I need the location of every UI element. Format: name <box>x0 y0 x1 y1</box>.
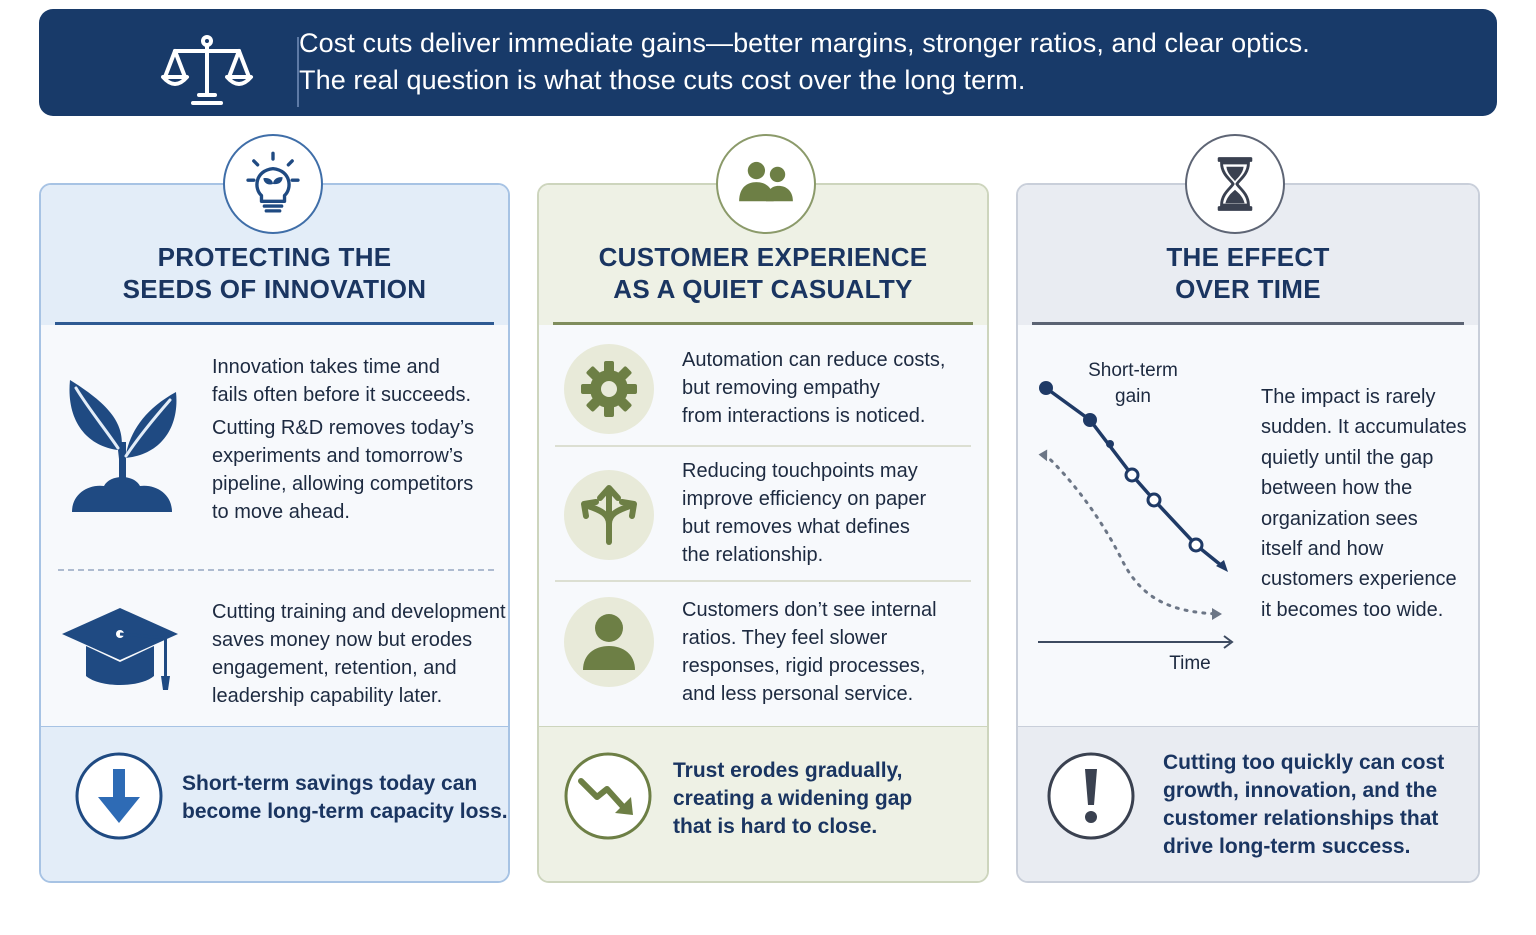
people-icon <box>716 134 816 234</box>
time-title-line-1: THE EFFECT <box>1166 242 1330 272</box>
short-term-gain-label: Short-term gain <box>1076 358 1190 410</box>
text-line: between how the <box>1261 477 1413 500</box>
customer-title-line-2: AS A QUIET CASUALTY <box>613 274 913 304</box>
text-line: organization sees <box>1261 507 1418 530</box>
text-line: customers experience <box>1261 568 1457 591</box>
graduation-cap-icon <box>62 608 178 690</box>
banner-divider <box>297 37 299 107</box>
gear-icon <box>581 361 637 417</box>
text-line: improve efficiency on paper <box>682 488 927 510</box>
text-line: creating a widening gap <box>673 787 913 810</box>
innovation-title-line-2: SEEDS OF INNOVATION <box>122 274 427 304</box>
banner-message: Cost cuts deliver immediate gains—better… <box>299 25 1310 99</box>
innovation-dashed-divider <box>58 569 494 571</box>
time-card-title: THE EFFECT OVER TIME <box>1018 241 1478 305</box>
text-line: Cutting training and development <box>212 601 506 623</box>
text-line: customer relationships that <box>1163 807 1439 830</box>
banner-line-1: Cost cuts deliver immediate gains—better… <box>299 28 1310 58</box>
text-line: but removes what defines <box>682 516 910 538</box>
innovation-item-1-text: Innovation takes time and fails often be… <box>212 353 474 526</box>
text-line: but removing empathy <box>682 377 880 399</box>
text-line: Reducing touchpoints may <box>682 460 918 482</box>
text-line: Innovation takes time and <box>212 356 440 378</box>
customer-item-2-text: Reducing touchpoints may improve efficie… <box>682 457 926 569</box>
text-line: pipeline, allowing competitors <box>212 473 474 495</box>
customer-card-title: CUSTOMER EXPERIENCE AS A QUIET CASUALTY <box>539 241 987 305</box>
text-line: Cutting too quickly can cost <box>1163 751 1445 774</box>
arrow-down-icon <box>75 752 163 840</box>
line-point <box>1188 537 1204 553</box>
time-title-rule <box>1032 322 1464 325</box>
text-line: The impact is rarely <box>1261 386 1436 408</box>
text-line: gain <box>1115 386 1151 407</box>
header-banner: Cost cuts deliver immediate gains—better… <box>39 9 1497 116</box>
text-line: experiments and tomorrow’s <box>212 445 463 467</box>
innovation-title-line-1: PROTECTING THE <box>157 242 392 272</box>
text-line: and less personal service. <box>682 683 914 705</box>
time-axis-arrowhead <box>1223 635 1234 649</box>
line-point <box>1083 413 1097 427</box>
innovation-card-title: PROTECTING THE SEEDS OF INNOVATION <box>41 241 508 305</box>
customer-item-3-text: Customers don’t see internal ratios. The… <box>682 596 937 708</box>
text-line: drive long-term success. <box>1163 835 1411 858</box>
line-point <box>1106 440 1114 448</box>
lightbulb-sprout-icon <box>223 134 323 234</box>
text-line: itself and how <box>1261 538 1384 561</box>
text-line: Short-term <box>1088 360 1178 381</box>
text-line: growth, innovation, and the <box>1163 779 1438 802</box>
text-line: become long-term capacity loss. <box>182 800 508 823</box>
exclamation-icon <box>1047 752 1135 840</box>
text-line: engagement, retention, and <box>212 657 457 679</box>
text-line: Customers don’t see internal <box>682 599 937 621</box>
innovation-item-2-text: Cutting training and development saves m… <box>212 598 506 710</box>
person-icon <box>583 614 635 670</box>
text-line: Automation can reduce costs, <box>682 349 946 371</box>
text-line: from interactions is noticed. <box>682 405 926 427</box>
customer-footer-text: Trust erodes gradually, creating a widen… <box>673 757 912 841</box>
line-point <box>1124 467 1140 483</box>
customer-title-line-1: CUSTOMER EXPERIENCE <box>598 242 928 272</box>
text-line: saves money now but erodes <box>212 629 473 651</box>
text-line: it becomes too wide. <box>1261 598 1444 621</box>
text-line: responses, rigid processes, <box>682 655 926 677</box>
short-term-line-arrowhead <box>1216 560 1228 572</box>
balance-scale-icon <box>161 35 253 105</box>
time-footer-text: Cutting too quickly can cost growth, inn… <box>1163 749 1444 861</box>
customer-divider-2 <box>555 580 971 582</box>
text-line: sudden. It accumulates <box>1261 416 1467 439</box>
customer-divider-1 <box>555 445 971 447</box>
sprout-icon <box>69 380 177 512</box>
line-point <box>1146 492 1162 508</box>
hourglass-icon <box>1185 134 1285 234</box>
innovation-footer-text: Short-term savings today can become long… <box>182 770 508 826</box>
text-line: Short-term savings today can <box>182 772 478 795</box>
text-line: Trust erodes gradually, <box>673 759 903 782</box>
time-title-line-2: OVER TIME <box>1175 274 1321 304</box>
customer-title-rule <box>553 322 973 325</box>
text-line: ratios. They feel slower <box>682 627 888 649</box>
trend-down-icon <box>564 752 652 840</box>
time-paragraph: The impact is rarely sudden. It accumula… <box>1261 382 1467 625</box>
customer-item-1-text: Automation can reduce costs, but removin… <box>682 346 945 430</box>
text-line: quietly until the gap <box>1261 446 1434 469</box>
text-line: leadership capability later. <box>212 685 443 707</box>
effect-over-time-chart <box>1038 381 1234 649</box>
line-point <box>1039 381 1053 395</box>
gap-curve-arrowhead-start <box>1038 449 1048 462</box>
text-line: that is hard to close. <box>673 815 878 838</box>
innovation-card-body <box>41 325 508 727</box>
time-card-body <box>1018 325 1478 727</box>
time-axis-label: Time <box>1169 653 1211 674</box>
split-arrows-icon <box>581 485 637 545</box>
banner-line-2: The real question is what those cuts cos… <box>299 65 1026 95</box>
text-line: Cutting R&D removes today’s <box>212 417 474 439</box>
text-line: to move ahead. <box>212 501 350 523</box>
text-line: the relationship. <box>682 544 824 566</box>
text-line: fails often before it succeeds. <box>212 384 472 406</box>
gap-curve-arrowhead-end <box>1212 608 1222 620</box>
innovation-title-rule <box>55 322 494 325</box>
